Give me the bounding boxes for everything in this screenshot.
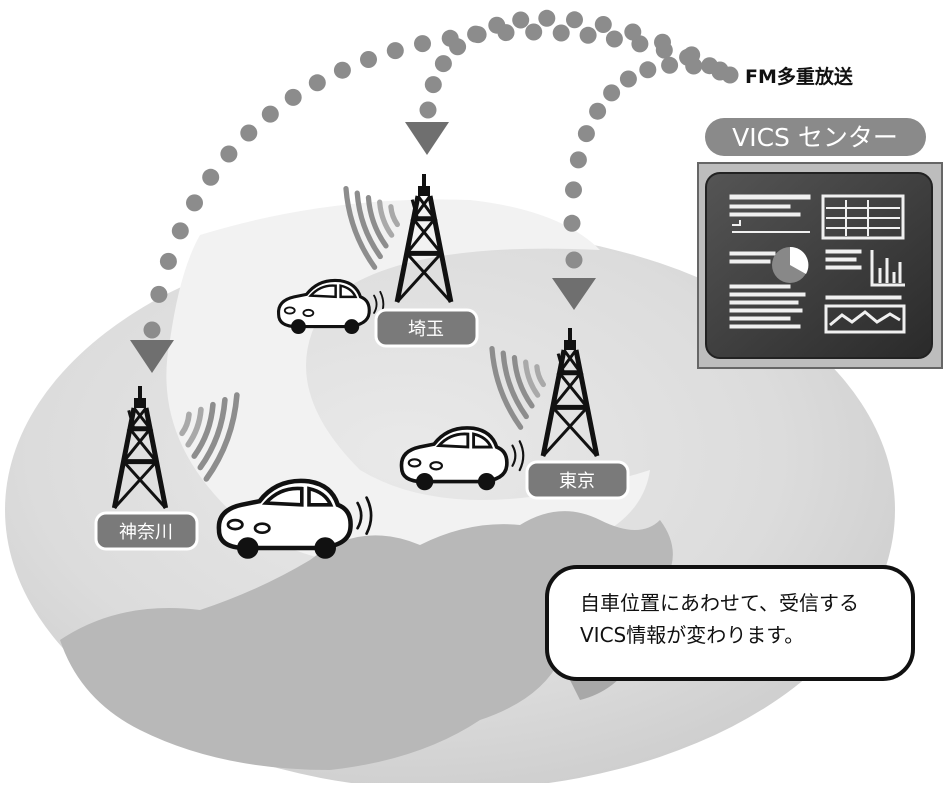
cars [216, 278, 525, 559]
signal-dot [624, 23, 642, 41]
broadcast-arcs [143, 9, 739, 339]
tower-saitama [394, 174, 454, 304]
signal-dot [552, 24, 570, 42]
signal-dot [424, 76, 442, 94]
signal-dot [414, 35, 431, 53]
signal-dot [240, 124, 258, 142]
signal-dot [171, 222, 189, 240]
signal-dot [569, 151, 587, 169]
station-label-kanagawa: 神奈川 [94, 511, 199, 551]
monitor-content [729, 194, 906, 334]
signal-dot [360, 51, 377, 68]
signal-dot [525, 23, 543, 41]
station-name: 神奈川 [119, 522, 173, 543]
car-tokyo [399, 426, 525, 491]
callout-line-2: VICS情報が変わります。 [580, 623, 804, 647]
arrow-kanagawa [130, 340, 174, 373]
signal-dot [565, 181, 582, 199]
signal-dot [538, 9, 556, 27]
signal-dot [639, 61, 657, 79]
signal-dot [563, 214, 581, 232]
signal-dot [654, 33, 671, 51]
signal-waves-tokyo [489, 345, 546, 430]
signal-dot [488, 16, 506, 34]
signal-dot [685, 57, 703, 75]
signal-dot [605, 30, 623, 48]
signal-dot [603, 84, 621, 102]
signal-dot [565, 251, 583, 269]
signal-dot [467, 25, 485, 43]
signal-dot [566, 11, 583, 29]
tower-tokyo [540, 328, 600, 458]
signal-dot [308, 74, 326, 92]
signal-waves-kanagawa [179, 392, 240, 482]
radio-towers [111, 174, 600, 510]
car-kanagawa [216, 478, 373, 559]
station-name: 埼玉 [408, 319, 444, 340]
vics-center: VICS センター [697, 118, 943, 369]
monitor-screen [705, 172, 933, 359]
tower-kanagawa [111, 386, 169, 510]
signal-dot [577, 125, 595, 143]
signal-dot [333, 61, 351, 79]
signal-dot [261, 105, 279, 123]
arc-to-tokyo [563, 56, 729, 269]
callout-line-1: 自車位置にあわせて、受信する [580, 591, 859, 615]
arrow-saitama [405, 122, 449, 155]
signal-dot [434, 55, 452, 73]
station-name: 東京 [559, 471, 595, 492]
signal-dot [186, 194, 203, 212]
signal-dot [159, 252, 177, 270]
station-label-tokyo: 東京 [525, 460, 630, 500]
signal-dot [419, 101, 437, 119]
car-saitama [277, 278, 385, 335]
signal-dot [386, 42, 404, 60]
signal-dot [150, 285, 168, 303]
arc-to-saitama [419, 9, 729, 119]
signal-dot [512, 11, 530, 29]
signal-dot [143, 321, 161, 339]
signal-dot [619, 70, 637, 88]
arrow-tokyo [552, 278, 596, 310]
info-callout: 自車位置にあわせて、受信する VICS情報が変わります。 [545, 565, 915, 681]
station-label-saitama: 埼玉 [374, 308, 479, 348]
signal-dot [284, 88, 302, 106]
broadcast-arrows [130, 122, 596, 373]
signal-dot [589, 102, 607, 120]
broadcast-label: FM多重放送 [745, 65, 854, 88]
signal-waves-saitama [343, 185, 400, 270]
signal-dot [449, 38, 467, 56]
signal-dot [711, 63, 729, 81]
signal-dot [579, 26, 597, 44]
signal-dot [220, 145, 238, 163]
signal-dot [202, 168, 220, 186]
signal-dot [661, 56, 679, 74]
vics-center-title: VICS センター [732, 123, 898, 152]
signal-dot [594, 16, 612, 33]
